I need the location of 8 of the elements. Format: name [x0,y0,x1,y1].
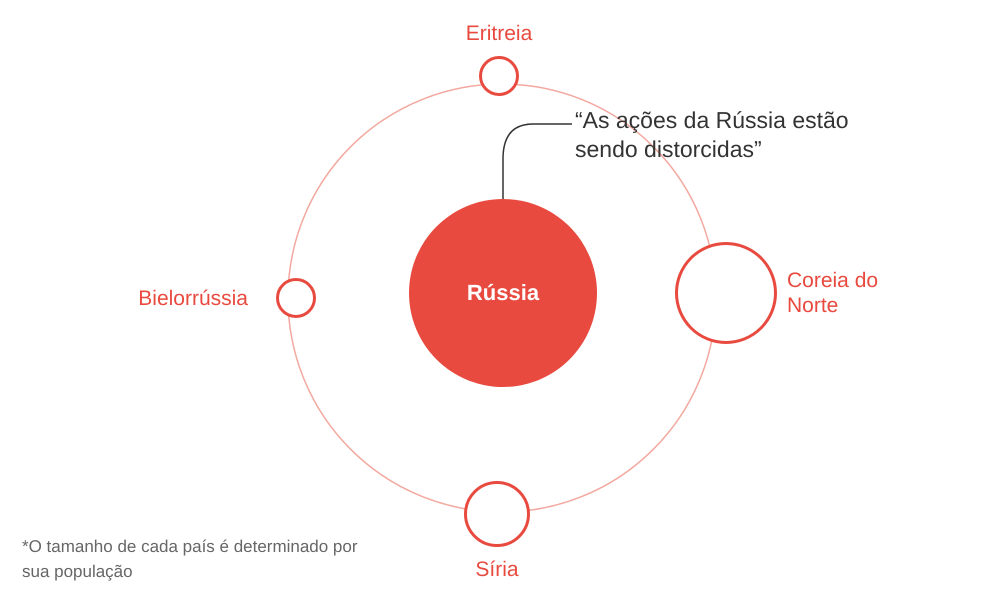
country-label: Bielorrússia [138,286,248,310]
footnote-text: *O tamanho de cada país é determinado por sua população [22,536,358,583]
quote-text: “As ações da Rússia estão sendo distorcidas” [575,106,895,164]
country-label: Síria [475,557,519,582]
country-label: Coreia do Norte [787,268,880,318]
country-circle: Rússia [409,199,597,387]
country-label: Eritreia [466,21,532,46]
leader-line [502,123,572,199]
